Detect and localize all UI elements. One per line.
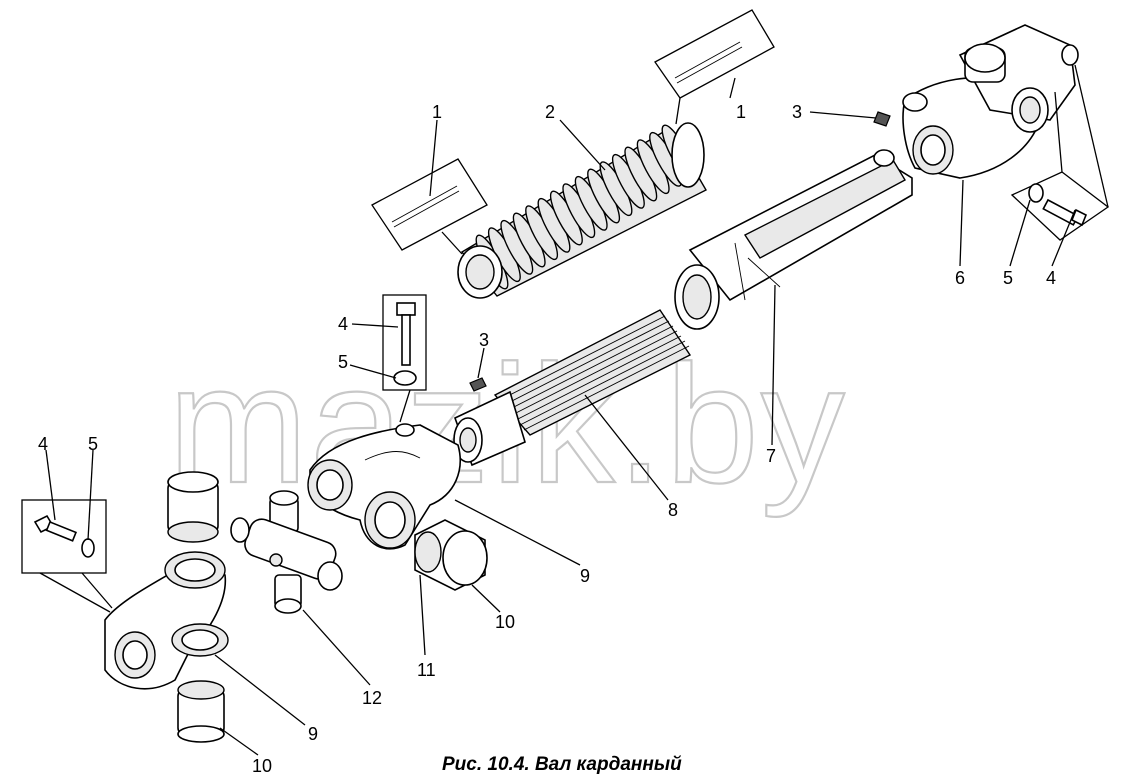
callout-5-left: 5 [88,434,98,454]
protective-boot [457,122,707,299]
bolt-inset-center [382,294,427,423]
cross-spider [230,490,343,614]
callout-10-center: 10 [495,612,515,632]
callout-5-center: 5 [338,352,348,372]
key-left [469,377,487,392]
callout-4-center: 4 [338,314,348,334]
callout-3-right: 3 [792,102,802,122]
callout-8: 8 [668,500,678,520]
callout-12: 12 [362,688,382,708]
callout-5-right: 5 [1003,268,1013,288]
caption-text: 10.4. Вал карданный [482,754,682,775]
leader-lines [45,77,1076,756]
clamp-inset-right [654,9,775,125]
key-right [873,111,891,127]
callout-9-left: 9 [308,724,318,744]
splined-shaft [453,309,692,467]
bearing-center [414,519,488,591]
callout-2: 2 [545,102,555,122]
callout-1-left: 1 [432,102,442,122]
callout-7: 7 [766,446,776,466]
callout-labels: 1 2 1 3 6 5 4 4 5 3 4 5 7 8 9 10 11 12 9… [38,102,1056,776]
callout-11: 11 [417,660,436,680]
callout-6: 6 [955,268,965,288]
caption-prefix: Рис. [442,754,482,775]
right-yoke-assembly [902,24,1079,179]
bearing-bottom-left [177,680,225,743]
callout-3-left: 3 [479,330,489,350]
callout-4-right: 4 [1046,268,1056,288]
callout-10-left: 10 [252,756,272,776]
callout-4-left: 4 [38,434,48,454]
shaft-tube [674,149,913,330]
center-yoke [307,423,461,550]
left-yoke [104,551,229,690]
figure-caption: Рис. 10.4. Вал карданный [442,754,682,775]
bearing-top-left [167,471,219,543]
bolt-inset-right [1010,64,1110,241]
callout-1-right: 1 [736,102,746,122]
clamp-inset-left [371,158,488,255]
bolt-inset-left [21,499,113,613]
callout-9-center: 9 [580,566,590,586]
